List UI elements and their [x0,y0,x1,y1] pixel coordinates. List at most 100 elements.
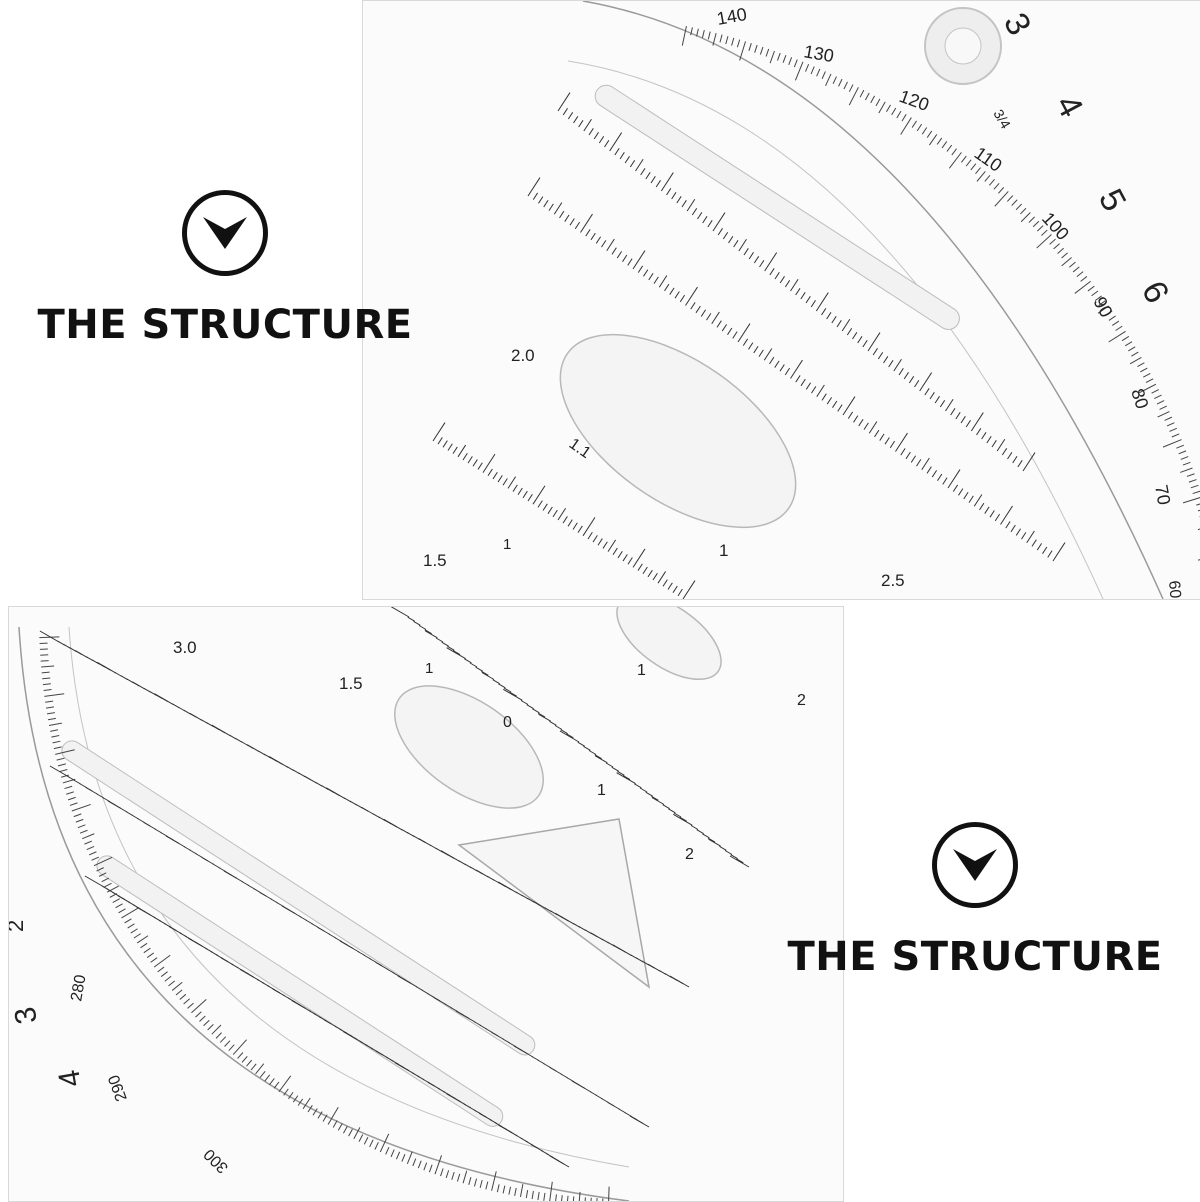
scale-tick [638,266,642,273]
scale-tick [847,328,851,335]
scale-tick [894,359,902,371]
arc-tick [169,981,175,986]
scale-tick [770,357,774,364]
scale-tick [641,168,645,175]
arc-tick [942,141,947,147]
arc-tick [89,852,96,855]
arc-tick [720,35,722,43]
scale-tick [85,876,104,887]
arc-tick [732,38,734,46]
scale-tick [885,437,889,444]
arc-tick [446,1170,448,1178]
scale-tick [630,1116,649,1127]
scale-tick [927,467,931,474]
arc-tick [402,1154,405,1161]
scale-tick [473,460,477,467]
arc-tick [407,1152,412,1164]
scale-tick [1011,525,1015,532]
arc-tick [1183,497,1200,503]
scale-tick [863,340,867,347]
scale-tick [701,310,705,317]
scale-tick [932,470,936,477]
arc-tick [131,929,138,933]
scale-mark: 2.0 [511,346,535,365]
scale-tick [868,333,880,351]
arc-tick [158,967,164,972]
arc-tick [386,1147,389,1154]
scale-tick [482,673,494,680]
structure-callout: THE STRUCTURE [40,190,410,348]
scale-tick [518,488,522,495]
arc-tick [92,857,99,860]
scale-tick [574,116,578,123]
scale-tick [692,208,696,215]
scale-tick [889,360,893,367]
scale-tick [827,397,831,404]
scale-tick [617,773,636,784]
scale-tick [607,239,615,251]
scale-tick [498,475,502,482]
scale-tick [728,328,732,335]
scale-tick [568,112,572,119]
scale-tick [508,477,516,489]
arc-tick [1193,491,1200,493]
scale-tick [718,228,722,235]
scale-tick [738,324,750,342]
chevron-down-icon [201,213,249,253]
arc-tick [154,955,170,967]
arc-tick [48,718,56,719]
scale-tick [638,564,642,571]
scale-tick [436,638,443,642]
scale-tick [558,508,566,520]
arc-tick [188,1003,194,1008]
scale-mark: 1.5 [423,551,447,570]
arc-tick [70,803,78,806]
arc-tick [917,124,921,131]
scale-mark: 1 [597,782,606,799]
arc-degree-label: 120 [897,86,932,115]
scale-tick [920,373,932,391]
arc-tick [87,846,94,849]
arc-tick [811,67,814,74]
arc-tick [247,1060,252,1066]
scale-tick [890,441,894,448]
scale-tick [922,458,930,470]
arc-tick [949,152,961,168]
scale-tick [858,336,862,343]
arc-tick [391,1150,394,1157]
scale-tick [603,542,607,549]
arc-tick [50,730,58,732]
scale-tick [930,392,934,399]
arc-tick [229,1045,234,1051]
scale-tick [602,240,606,247]
scale-tick [654,277,658,284]
scale-tick [633,251,645,269]
arc-tick [74,814,82,817]
arc-tick [1020,208,1026,214]
scale-tick [532,709,539,713]
scale-tick [854,416,858,423]
arc-tick [212,1025,221,1034]
arc-tick [44,694,64,697]
arc-tick [220,1037,226,1043]
scale-tick [682,200,686,207]
arc-tick [76,819,84,822]
arc-tick [46,707,54,708]
scale-tick [791,279,799,291]
scale-tick [811,300,815,307]
arc-tick [42,678,50,679]
protractor-arc-inner [568,61,1103,599]
arc-degree-label: 300 [201,1145,232,1176]
scale-tick [464,659,471,663]
scale-tick [447,648,466,659]
scale-tick [166,836,185,847]
scale-tick [744,248,748,255]
arc-tick [902,114,906,121]
arc-tick [40,655,48,656]
arc-tick [51,735,59,737]
scale-tick [498,1125,517,1136]
arc-tick [1196,503,1200,505]
scale-tick [594,132,598,139]
scale-tick [648,964,660,971]
scale-tick [709,839,721,846]
